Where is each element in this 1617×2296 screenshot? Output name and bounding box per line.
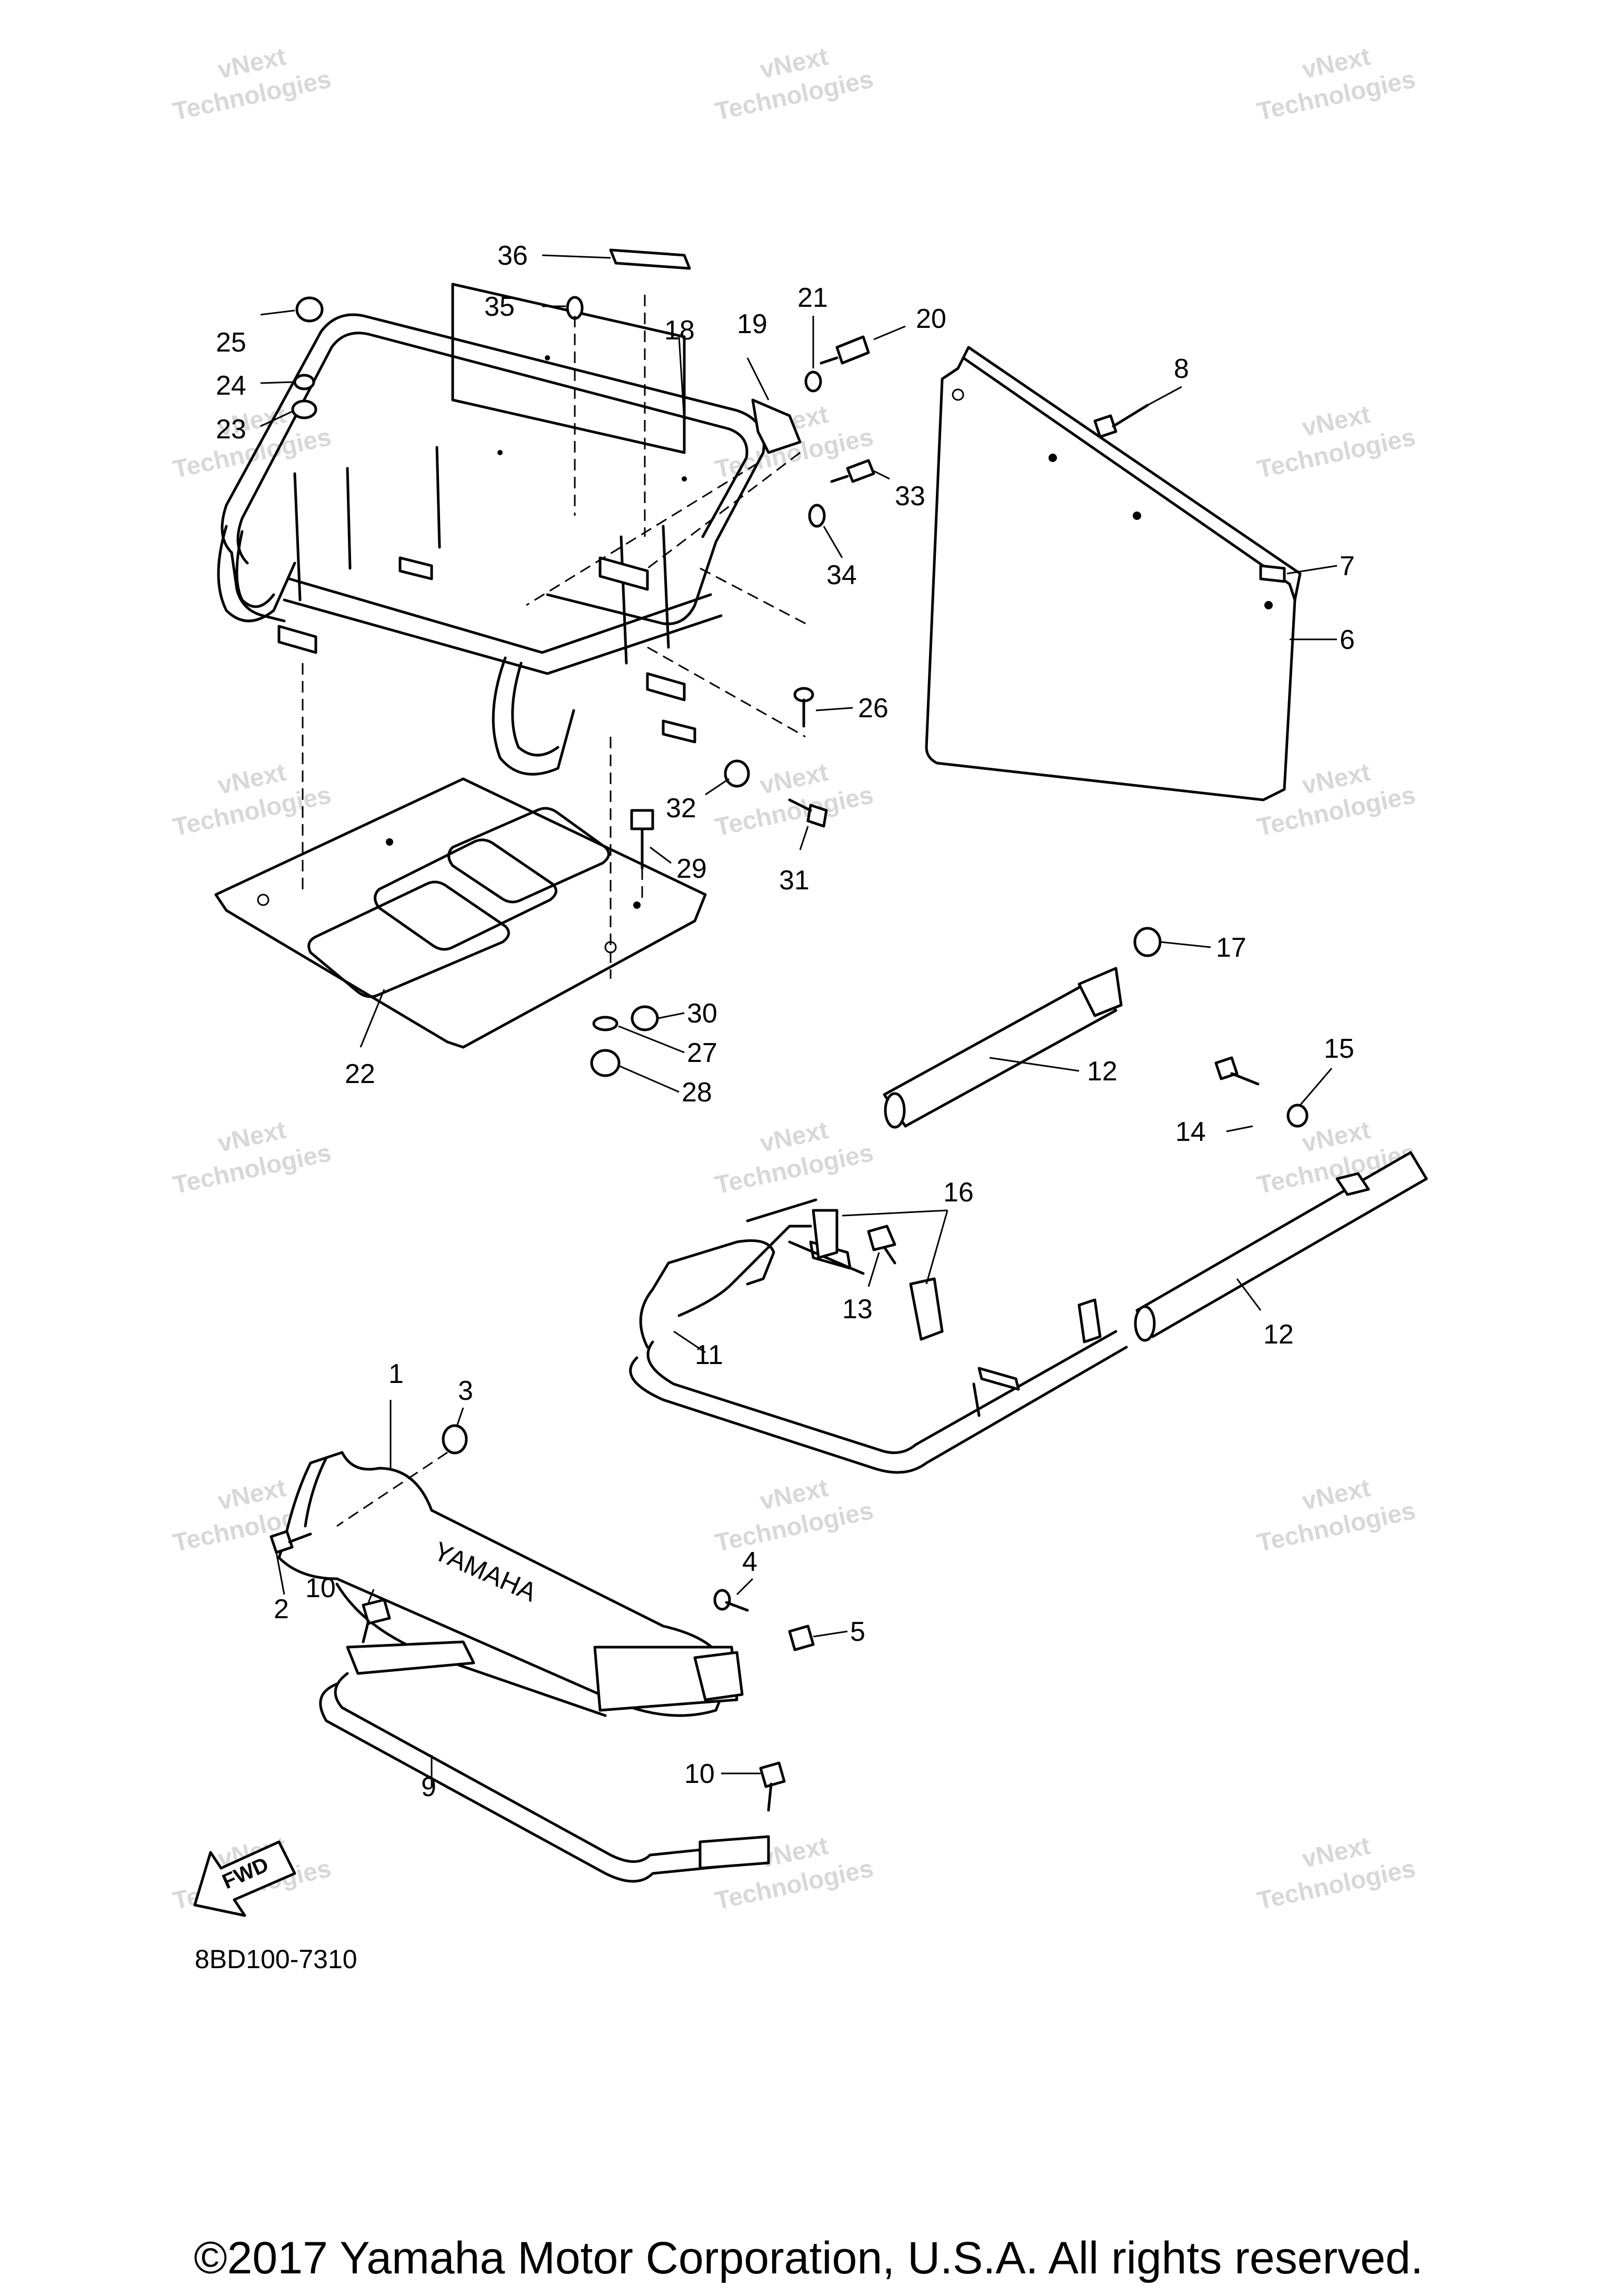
part-number-label: 36 (497, 240, 528, 271)
part-number-label: 12 (1263, 1319, 1294, 1350)
part-number-label: 11 (695, 1340, 723, 1370)
bumper: YAMAHA (277, 1451, 744, 1717)
part-number-label: 3 (458, 1376, 473, 1406)
part-number-label: 27 (687, 1038, 717, 1068)
part-number-label: 34 (826, 560, 857, 590)
part-number-label: 10 (305, 1573, 336, 1603)
part-number-label: 18 (664, 315, 695, 346)
part-number-label: 33 (895, 481, 925, 512)
part-number-label: 14 (1175, 1117, 1206, 1147)
rack-basket (217, 283, 765, 776)
part-number-label: 12 (1087, 1056, 1117, 1087)
part-number-label: 24 (216, 370, 246, 401)
small-parts (270, 248, 1309, 1812)
part-number-label: 22 (345, 1059, 375, 1089)
part-number-labels: 1 2 3 4 5 6 7 8 9 10 10 11 12 12 13 14 1… (216, 240, 1355, 1802)
part-number-label: 29 (676, 854, 707, 884)
part-number-label: 15 (1324, 1034, 1354, 1064)
part-number-label: 13 (842, 1294, 873, 1325)
part-number-label: 30 (687, 998, 717, 1029)
part-number-label: 32 (666, 793, 696, 824)
plate (925, 346, 1302, 801)
part-number-label: 1 (388, 1359, 404, 1389)
skid-plate (214, 777, 707, 1049)
part-number-label: 19 (737, 309, 767, 339)
part-number-label: 8 (1174, 354, 1189, 384)
part-number-label: 2 (274, 1594, 289, 1625)
part-number-label: 35 (484, 292, 515, 322)
part-number-label: 6 (1340, 625, 1355, 655)
part-number-label: 21 (797, 283, 828, 313)
assembly-lines (302, 295, 811, 1527)
part-number-label: 31 (779, 865, 810, 896)
part-number-label: 25 (216, 327, 246, 358)
part-number-label: 9 (421, 1772, 436, 1802)
part-number-label: 7 (1340, 551, 1355, 581)
part-number-label: 20 (916, 304, 946, 334)
part-number-label: 4 (742, 1547, 757, 1577)
part-number-label: 26 (858, 693, 889, 724)
copyright-notice: ©2017 Yamaha Motor Corporation, U.S.A. A… (194, 2233, 1423, 2283)
leader-lines (260, 254, 1337, 1787)
part-number-label: 17 (1216, 933, 1246, 963)
part-number-label: 16 (943, 1177, 974, 1208)
part-number-label: 5 (850, 1617, 865, 1647)
tube-lower (1134, 1151, 1428, 1342)
tube-upper (883, 967, 1123, 1129)
fwd-arrow-icon: FWD (193, 1840, 296, 1917)
part-number-label: 23 (216, 414, 246, 445)
part-number-label: 10 (684, 1759, 715, 1789)
guard-bar (319, 1640, 770, 1883)
diagram-code: 8BD100-7310 (195, 1944, 357, 1974)
part-number-label: 28 (682, 1077, 712, 1108)
